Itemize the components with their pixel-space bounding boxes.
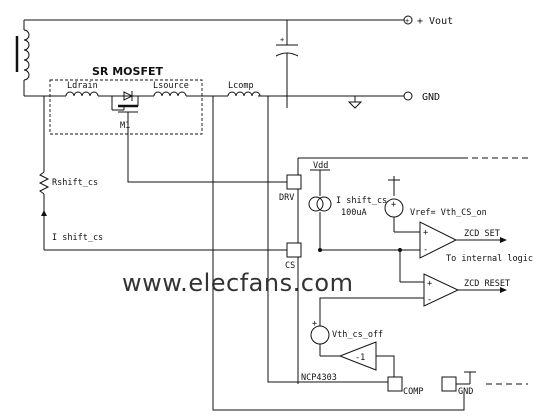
sr-mosfet-label: SR MOSFET bbox=[92, 65, 163, 78]
gnd-terminal-label: GND bbox=[422, 92, 440, 103]
vdd-label: Vdd bbox=[313, 161, 328, 171]
ldrain-label: Ldrain bbox=[67, 81, 98, 91]
ishift-source-label: I shift_cs bbox=[336, 196, 387, 206]
ldrain-inductor bbox=[65, 91, 99, 97]
zcd-reset-minus: - bbox=[427, 295, 432, 305]
pin-drv-label: DRV bbox=[279, 193, 294, 203]
reset-junction bbox=[398, 248, 402, 252]
bottom-ground-wire bbox=[212, 96, 465, 411]
zcd-set-comparator: + - ZCD SET To internal logic bbox=[320, 221, 533, 264]
vout-label: + Vout bbox=[417, 16, 453, 27]
lsource-label: Lsource bbox=[153, 81, 189, 91]
ground-rail: GND bbox=[24, 91, 440, 109]
zcd-set-plus: + bbox=[423, 228, 428, 238]
gnd-terminal bbox=[403, 91, 413, 101]
pin-cs: CS bbox=[285, 242, 302, 271]
ncp4303-ic: NCP4303 bbox=[297, 157, 528, 385]
ishift-left-label: I shift_cs bbox=[52, 233, 103, 243]
output-capacitor: + bbox=[275, 20, 299, 96]
zcd-set-label: ZCD SET bbox=[464, 229, 500, 239]
mosfet-m1: M1 bbox=[111, 91, 148, 131]
vout-terminal bbox=[403, 15, 413, 25]
lcomp-inductor: Lcomp bbox=[227, 81, 261, 97]
vref-label: Vref= Vth_CS_on bbox=[410, 208, 487, 218]
zcd-reset-label: ZCD RESET bbox=[464, 279, 510, 289]
m1-label: M1 bbox=[120, 121, 130, 131]
pin-gnd: GND bbox=[441, 376, 473, 397]
vout-plus-sign: + bbox=[405, 17, 409, 25]
ishift-value-label: 100uA bbox=[341, 208, 367, 218]
transformer-winding bbox=[15, 20, 30, 96]
vref-source: + Vref= Vth_CS_on bbox=[384, 176, 487, 233]
vref-plus: + bbox=[391, 200, 396, 210]
vth-off-plus: + bbox=[312, 319, 317, 329]
pin-comp-label: COMP bbox=[403, 387, 423, 397]
pin-drv: DRV bbox=[279, 174, 302, 203]
sr-mosfet-block: SR MOSFET Ldrain M1 Lsource bbox=[49, 65, 203, 135]
gain-label: -1 bbox=[355, 353, 365, 363]
lsource-inductor bbox=[153, 91, 187, 97]
pin-gnd-label: GND bbox=[458, 387, 473, 397]
pin-cs-label: CS bbox=[285, 261, 295, 271]
zcd-reset-plus: + bbox=[427, 279, 432, 289]
ishift-arrow-left: I shift_cs bbox=[41, 210, 103, 243]
capacitor-plus-sign: + bbox=[280, 36, 284, 44]
pin-comp: COMP bbox=[387, 376, 423, 397]
vth-off-label: Vth_cs_off bbox=[332, 330, 383, 340]
rshift-label: Rshift_cs bbox=[52, 178, 98, 188]
ncp4303-label: NCP4303 bbox=[301, 373, 337, 383]
zcd-set-minus: - bbox=[423, 245, 428, 255]
zcd-reset-comparator: + - ZCD RESET bbox=[380, 248, 510, 307]
inverting-gain-block: -1 bbox=[338, 341, 395, 377]
rshift-resistor: Rshift_cs bbox=[38, 96, 98, 250]
vth-off-source: + Vth_cs_off bbox=[310, 297, 383, 357]
vout-rail: + + Vout bbox=[24, 15, 453, 27]
watermark: www.elecfans.com bbox=[122, 269, 353, 297]
lcomp-to-comp-wire bbox=[260, 95, 388, 383]
lcomp-label: Lcomp bbox=[228, 81, 254, 91]
ishift-current-source: Vdd I shift_cs 100uA bbox=[308, 161, 387, 250]
to-internal-logic-label: To internal logic bbox=[446, 254, 533, 264]
gate-drive-wire bbox=[127, 126, 287, 183]
